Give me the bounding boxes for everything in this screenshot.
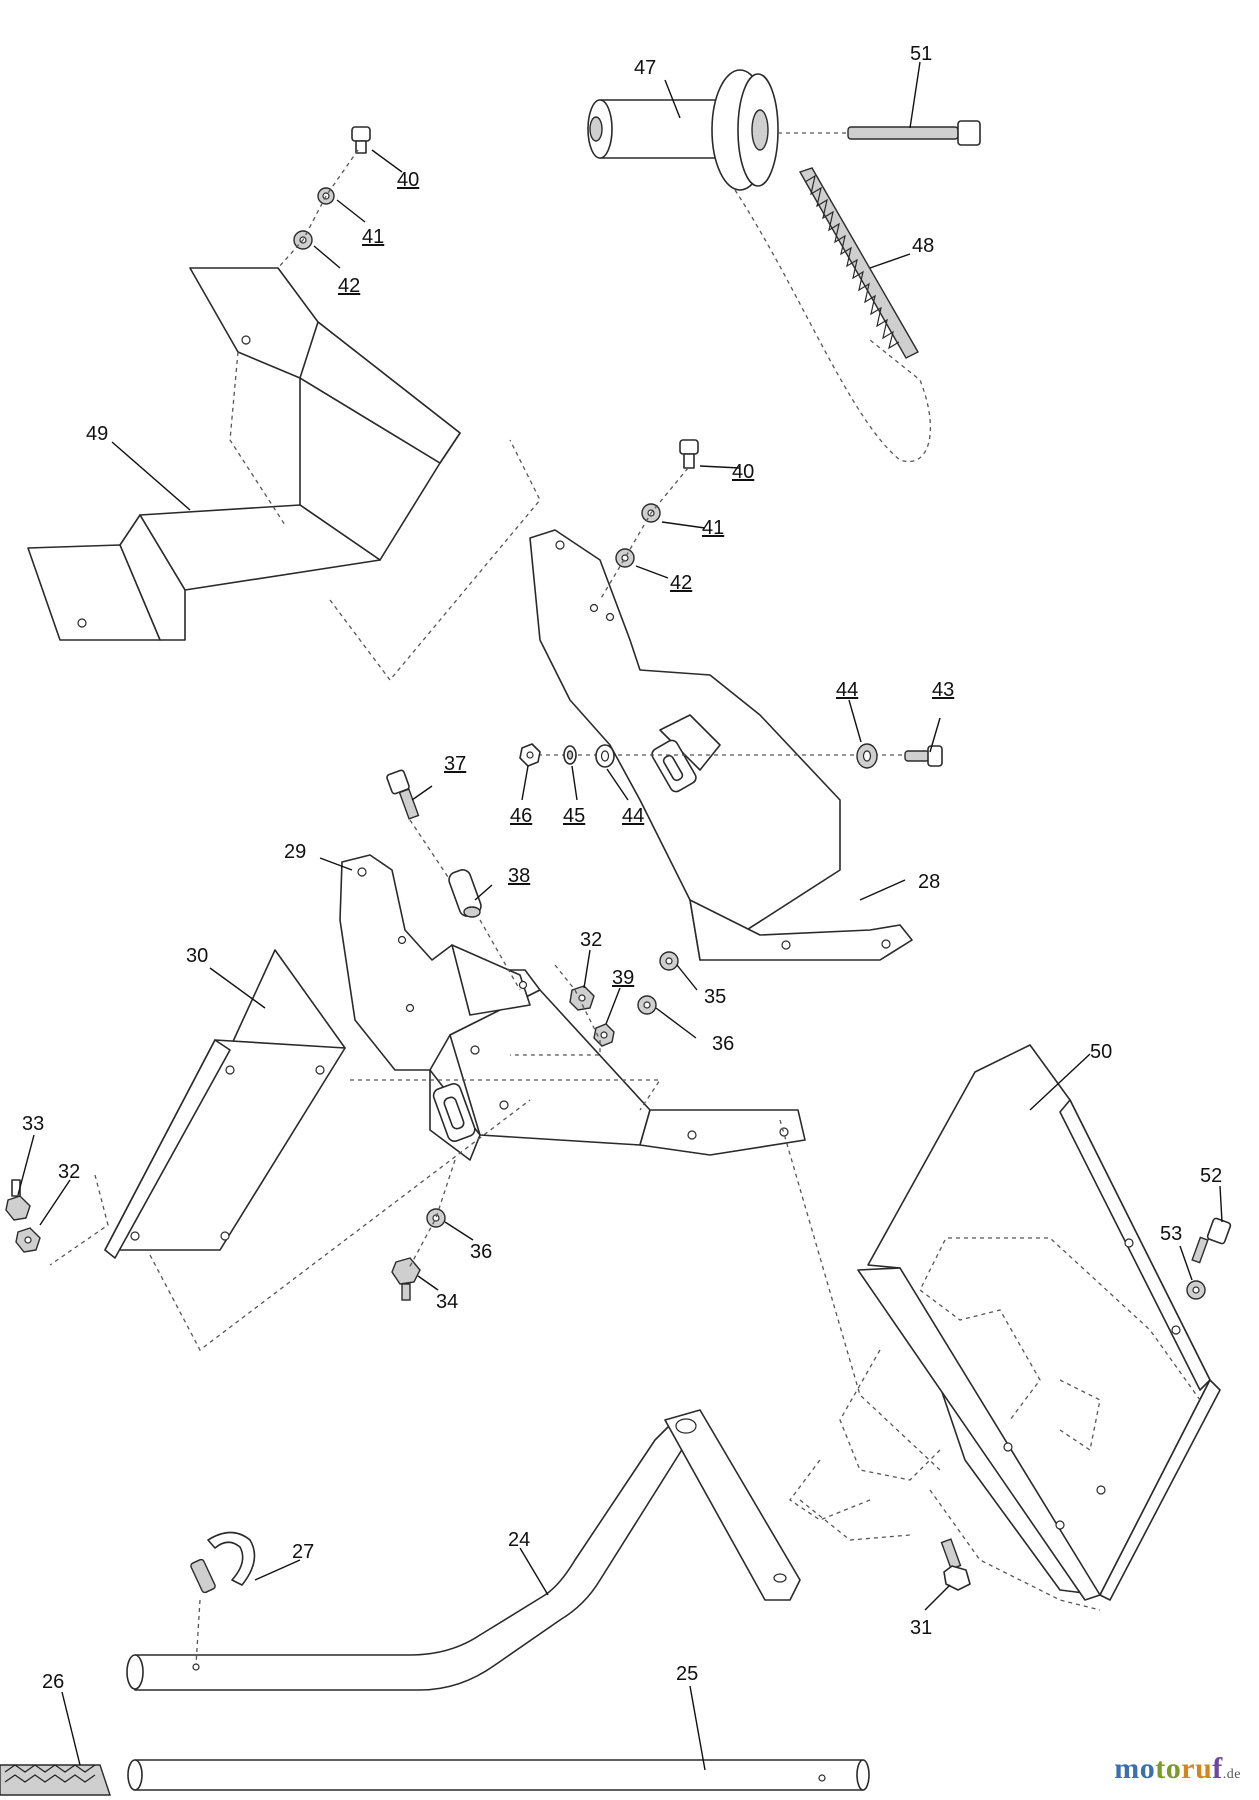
- callout-32-center: 32: [580, 929, 602, 951]
- callout-44-left: 44: [622, 805, 644, 827]
- callout-31: 31: [910, 1617, 932, 1639]
- callout-52: 52: [1200, 1165, 1222, 1187]
- washer-42-center: [615, 548, 635, 568]
- callout-39: 39: [612, 967, 634, 989]
- callout-41-center: 41: [702, 517, 724, 539]
- callout-46: 46: [510, 805, 532, 827]
- lockwasher-45: [563, 745, 577, 765]
- callout-42-center: 42: [670, 572, 692, 594]
- washer-44-left: [595, 744, 615, 768]
- callout-40-center: 40: [732, 461, 754, 483]
- part-24-bent-tube: [126, 1409, 801, 1691]
- callout-51: 51: [910, 43, 932, 65]
- nut-46: [519, 743, 541, 767]
- washer-53: [1186, 1280, 1206, 1300]
- spacer-38: [448, 869, 482, 918]
- callout-37: 37: [444, 753, 466, 775]
- callout-44-right: 44: [836, 679, 858, 701]
- callout-25: 25: [676, 1663, 698, 1685]
- washer-44-right: [856, 743, 878, 769]
- bolt-51: [847, 120, 981, 146]
- bolt-37: [386, 769, 420, 820]
- washer-35: [659, 951, 679, 971]
- callout-38: 38: [508, 865, 530, 887]
- nut-32-center: [569, 985, 595, 1011]
- motoruf-watermark: motoruf.de: [1114, 1752, 1241, 1785]
- callout-26: 26: [42, 1671, 64, 1693]
- part-50-deflector: [857, 1044, 1221, 1601]
- part-25-tube: [127, 1759, 870, 1791]
- washer-36-center: [637, 995, 657, 1015]
- bolt-34: [391, 1257, 421, 1301]
- part-49-cover: [27, 267, 541, 682]
- callout-36-center: 36: [712, 1033, 734, 1055]
- callout-40-upper: 40: [397, 169, 419, 191]
- callout-50: 50: [1090, 1041, 1112, 1063]
- bolt-31: [940, 1538, 971, 1591]
- callout-32-left: 32: [58, 1161, 80, 1183]
- callout-48: 48: [912, 235, 934, 257]
- callout-53: 53: [1160, 1223, 1182, 1245]
- part-47-pulley: [587, 69, 779, 191]
- callout-41-upper: 41: [362, 226, 384, 248]
- callout-29: 29: [284, 841, 306, 863]
- washer-36-lower: [426, 1208, 446, 1228]
- callout-24: 24: [508, 1529, 530, 1551]
- bolt-40-center: [679, 439, 699, 469]
- part-29-bracket: [339, 854, 806, 1161]
- callout-47: 47: [634, 57, 656, 79]
- callout-34: 34: [436, 1291, 458, 1313]
- bolt-33: [5, 1179, 31, 1221]
- leader-lines: [17, 61, 1223, 1771]
- callout-27: 27: [292, 1541, 314, 1563]
- callout-30: 30: [186, 945, 208, 967]
- bolt-43: [904, 745, 943, 767]
- callout-49: 49: [86, 423, 108, 445]
- callout-labels: 40 41 42 47 51 48 49 40 41 42 44 43 37 4…: [22, 43, 1222, 1693]
- part-28-bracket: [529, 529, 913, 961]
- callout-35: 35: [704, 986, 726, 1008]
- bolt-40-upper-left: [351, 126, 371, 154]
- nut-32-left: [15, 1227, 41, 1253]
- callout-33: 33: [22, 1113, 44, 1135]
- callout-45: 45: [563, 805, 585, 827]
- part-26-grip: [0, 1764, 111, 1796]
- part-27-clamp: [190, 1531, 256, 1594]
- part-48-spring: [798, 167, 919, 359]
- callout-28: 28: [918, 871, 940, 893]
- callout-36-lower: 36: [470, 1241, 492, 1263]
- callout-43: 43: [932, 679, 954, 701]
- part-30-plate: [104, 949, 346, 1259]
- bolt-52: [1191, 1217, 1232, 1264]
- callout-42-upper: 42: [338, 275, 360, 297]
- nut-39: [593, 1023, 615, 1047]
